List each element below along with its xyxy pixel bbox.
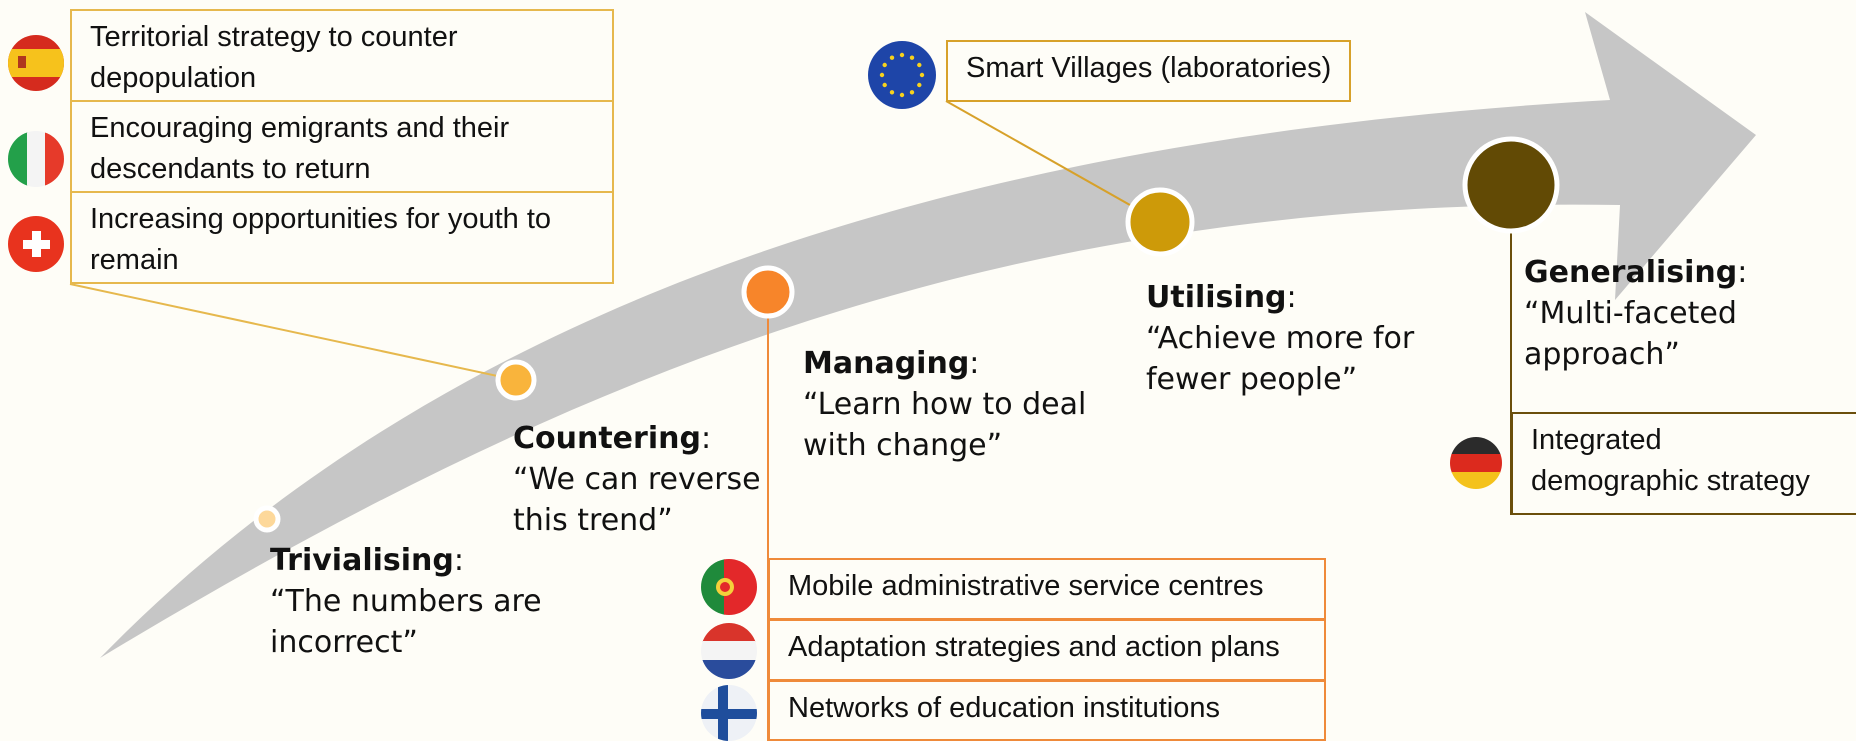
generalising-box-germany: Integrated demographic strategy xyxy=(1511,412,1856,515)
utilising-dot xyxy=(1125,187,1195,257)
stage-quote: “We can reverse this trend” xyxy=(513,462,761,538)
countering-box-spain: Territorial strategy to counter depopula… xyxy=(70,9,614,102)
managing-box-portugal: Mobile administrative service centres xyxy=(768,558,1326,620)
countering-box-text: Encouraging emigrants and their descenda… xyxy=(90,112,510,185)
finland-flag-icon xyxy=(701,685,757,741)
stage-colon: : xyxy=(969,346,980,381)
managing-box-text: Adaptation strategies and action plans xyxy=(788,631,1280,663)
stage-name: Trivialising xyxy=(270,543,454,578)
stage-trivialising: Trivialising: “The numbers are incorrect… xyxy=(270,540,570,663)
trivialising-dot xyxy=(253,505,281,533)
netherlands-flag-icon xyxy=(701,623,757,679)
generalising-box-text: Integrated demographic strategy xyxy=(1531,424,1810,497)
countering-box-italy: Encouraging emigrants and their descenda… xyxy=(70,100,614,193)
managing-box-text: Networks of education institutions xyxy=(788,692,1220,724)
countering-dot xyxy=(495,359,537,401)
utilising-connector xyxy=(945,100,1161,223)
countering-connector xyxy=(69,283,517,381)
switzerland-flag-icon xyxy=(8,216,64,272)
portugal-flag-icon xyxy=(701,559,757,615)
stage-colon: : xyxy=(453,543,464,578)
generalising-dot xyxy=(1462,136,1560,234)
eu-flag-icon xyxy=(868,41,936,109)
stage-quote: “Learn how to deal with change” xyxy=(803,387,1087,463)
utilising-box-eu: Smart Villages (laboratories) xyxy=(946,40,1351,102)
managing-box-text: Mobile administrative service centres xyxy=(788,570,1264,602)
stage-generalising: Generalising: “Multi-faceted approach” xyxy=(1524,252,1764,375)
countering-box-switzerland: Increasing opportunities for youth to re… xyxy=(70,191,614,284)
countering-box-text: Increasing opportunities for youth to re… xyxy=(90,203,552,276)
stage-colon: : xyxy=(700,421,712,456)
stage-colon: : xyxy=(1737,255,1748,290)
managing-box-netherlands: Adaptation strategies and action plans xyxy=(768,619,1326,681)
progress-arrow xyxy=(100,12,1756,658)
managing-box-finland: Networks of education institutions xyxy=(768,680,1326,741)
stage-countering: Countering: “We can reverse this trend” xyxy=(513,418,773,541)
stage-name: Utilising xyxy=(1146,280,1287,315)
managing-dot xyxy=(741,265,795,319)
stage-quote: “Multi-faceted approach” xyxy=(1524,296,1737,372)
germany-flag-icon xyxy=(1450,437,1502,489)
stage-name: Countering xyxy=(513,421,701,456)
stage-utilising: Utilising: “Achieve more for fewer peopl… xyxy=(1146,277,1456,400)
italy-flag-icon xyxy=(8,131,64,187)
stage-quote: “The numbers are incorrect” xyxy=(270,584,542,660)
stage-name: Generalising xyxy=(1524,255,1738,290)
utilising-box-text: Smart Villages (laboratories) xyxy=(966,52,1332,84)
stage-name: Managing xyxy=(803,346,970,381)
stage-managing: Managing: “Learn how to deal with change… xyxy=(803,343,1113,466)
stage-quote: “Achieve more for fewer people” xyxy=(1146,321,1415,397)
stage-colon: : xyxy=(1286,280,1297,315)
countering-box-text: Territorial strategy to counter depopula… xyxy=(90,21,458,94)
spain-flag-icon xyxy=(8,35,64,91)
